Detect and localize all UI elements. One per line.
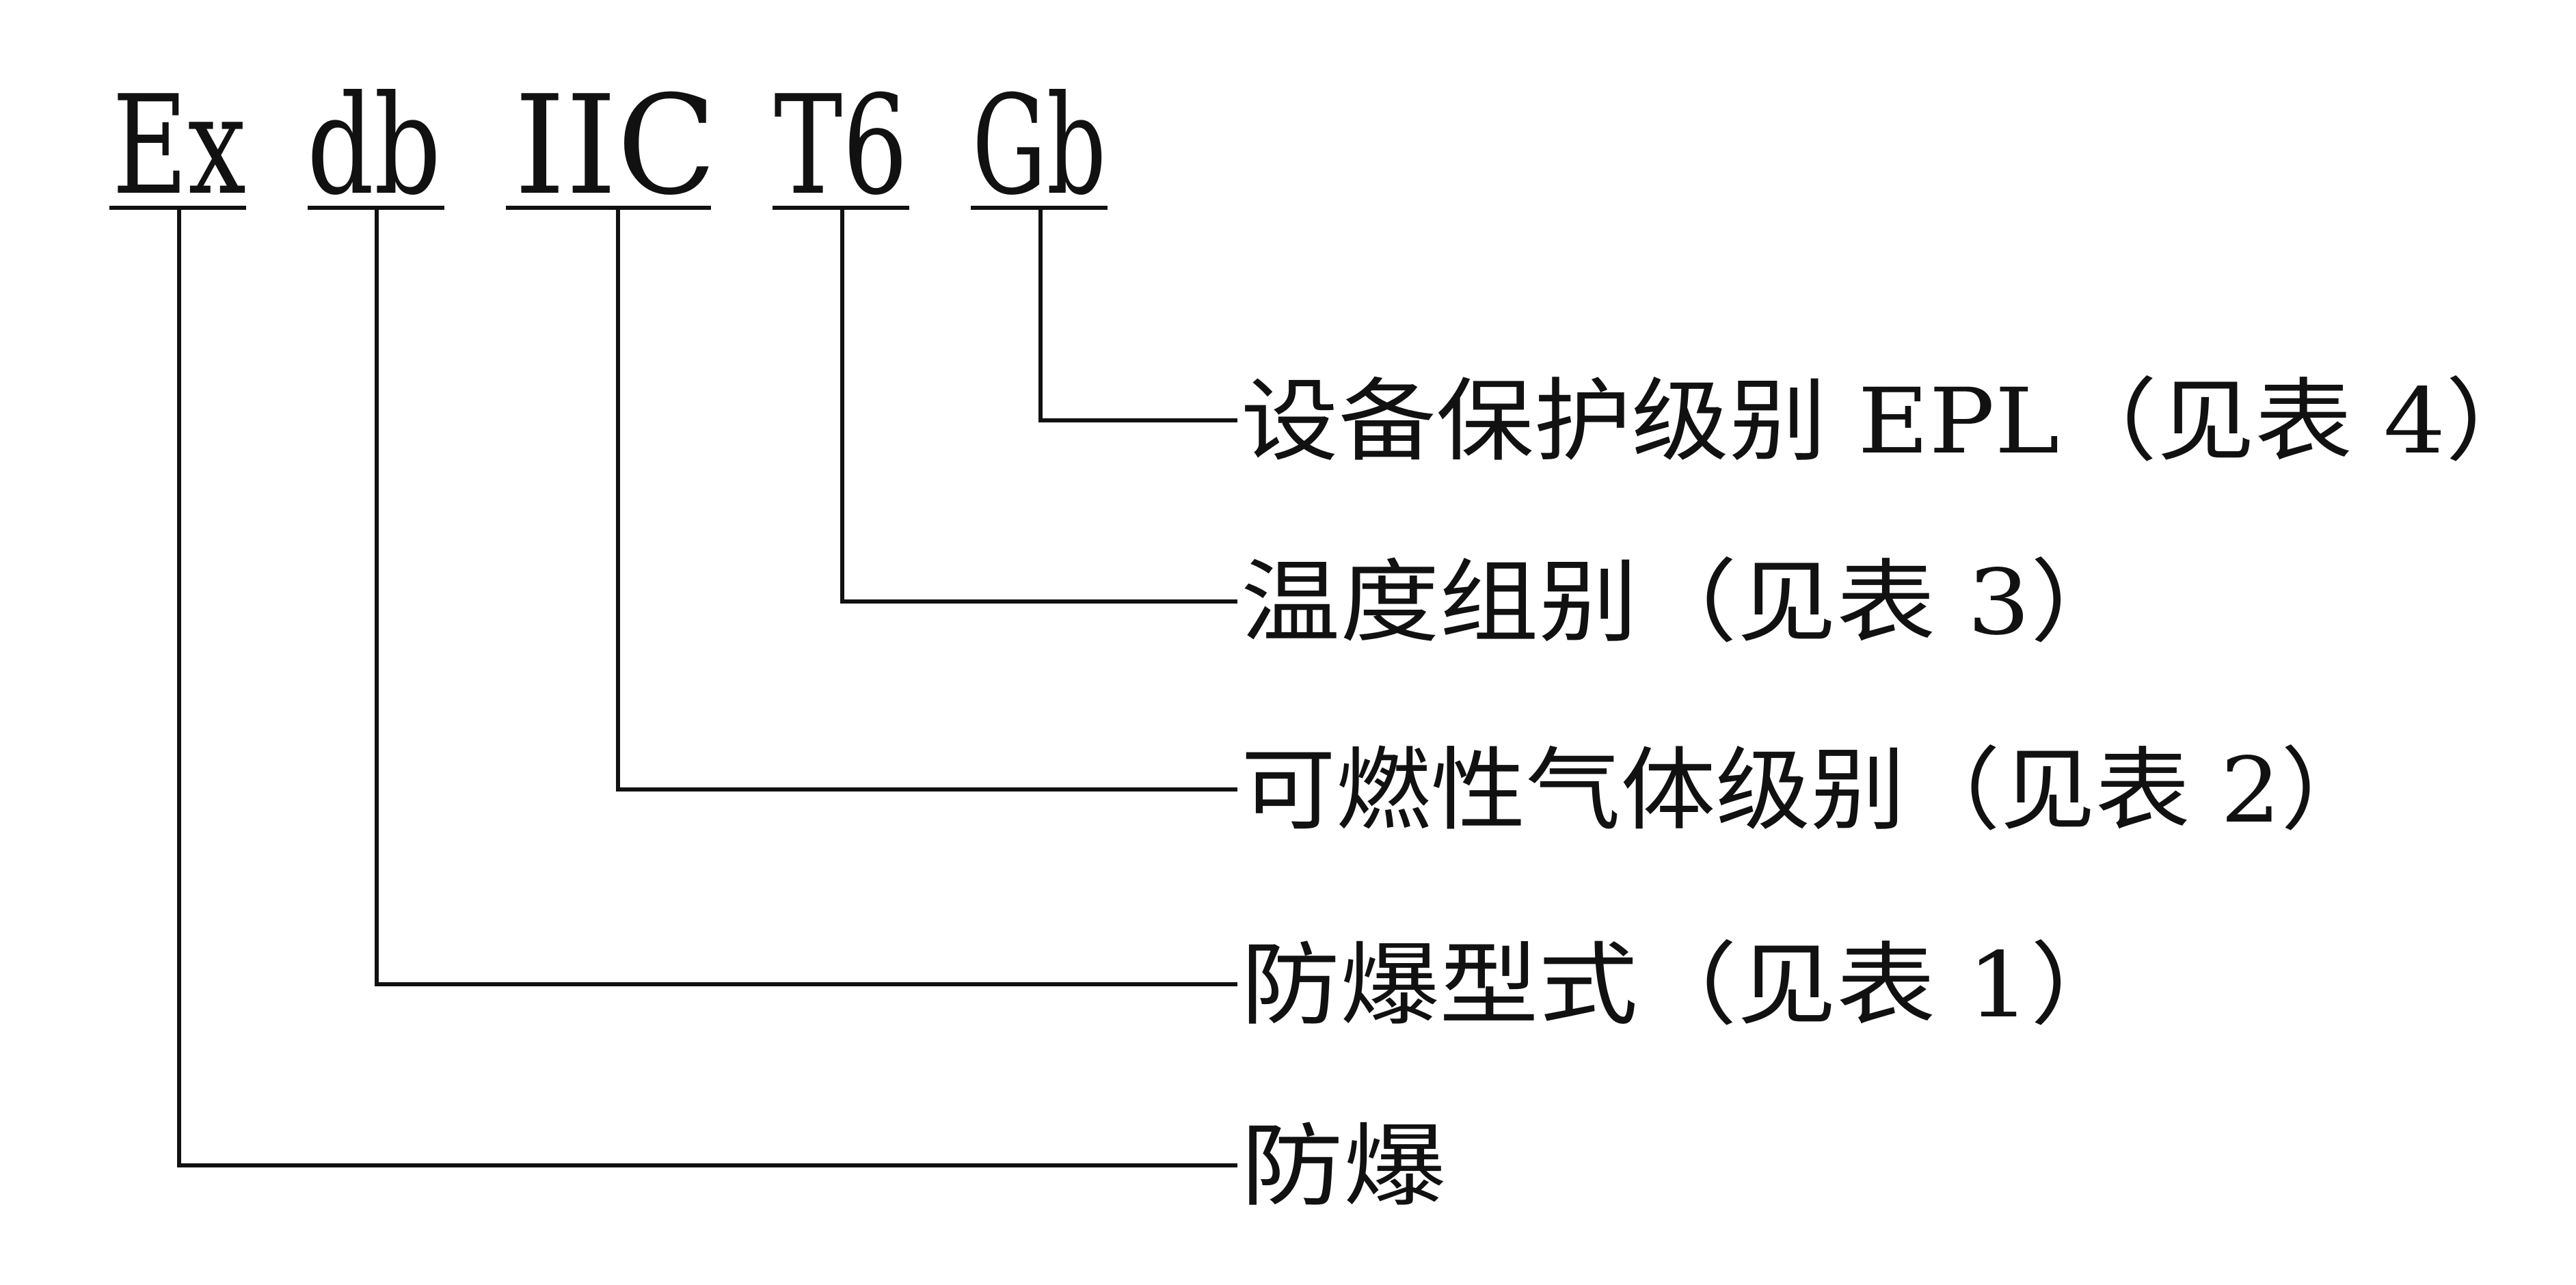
code-t6: T6 — [774, 66, 908, 226]
label-protection-type: 防爆型式（见表 1） — [1241, 933, 2130, 1038]
label-epl: 设备保护级别 EPL（见表 4） — [1241, 369, 2543, 474]
leader-db — [375, 208, 1237, 986]
leader-gb — [1038, 208, 1237, 422]
leader-iic — [616, 208, 1237, 792]
leader-ex — [177, 208, 1237, 1167]
label-explosion-proof: 防爆 — [1241, 1114, 1446, 1219]
label-temperature-class: 温度组别（见表 3） — [1241, 550, 2130, 655]
leader-t6 — [840, 208, 1237, 604]
code-ex: Ex — [112, 66, 246, 226]
code-iic: IIC — [514, 66, 716, 226]
label-gas-group: 可燃性气体级别（见表 2） — [1241, 738, 2376, 843]
code-gb: Gb — [972, 66, 1106, 226]
code-db: db — [307, 66, 441, 226]
